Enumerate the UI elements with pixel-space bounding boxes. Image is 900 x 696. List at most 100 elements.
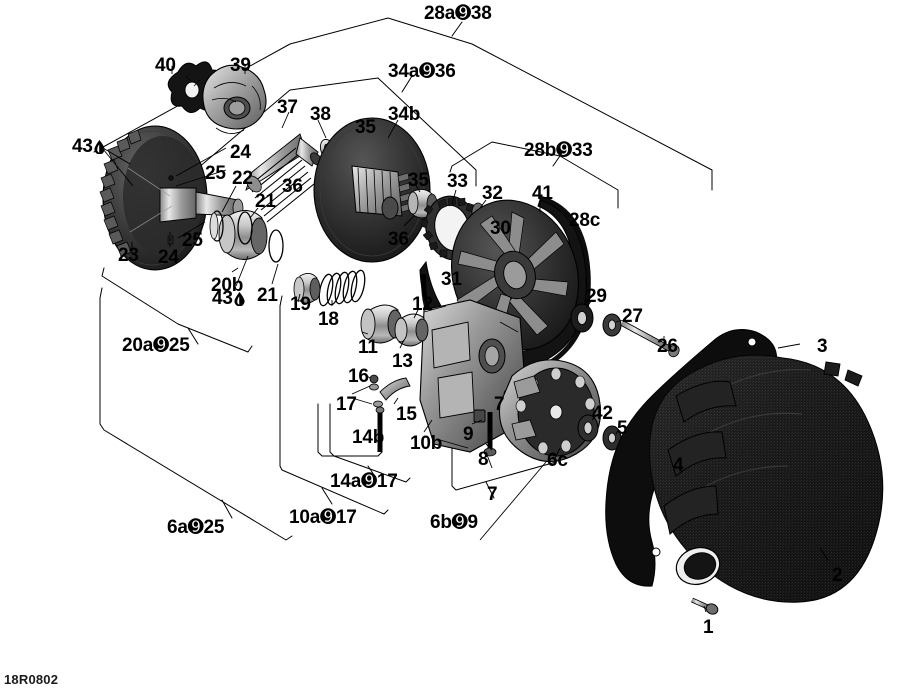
callout-28c: 28c (569, 211, 600, 230)
bracket-10a (279, 295, 389, 515)
part-29-washer (570, 299, 594, 333)
callout-number: 41 (532, 183, 553, 204)
callout-25: 25 (182, 231, 203, 250)
part-21-ring-b (268, 229, 284, 285)
part-22-ring (209, 185, 237, 242)
callout-number: 40 (155, 55, 176, 76)
callout-35: 35 (408, 171, 429, 190)
callout-4: 4 (673, 455, 684, 476)
callout-number: 25 (182, 230, 203, 251)
callout-16: 16 (348, 367, 369, 386)
part-14b-bolt (375, 406, 385, 452)
callout-6c: 6c (547, 451, 568, 470)
callout-21: 21 (255, 192, 276, 211)
callout-number: 36 (388, 229, 409, 250)
callout-number: 37 (277, 97, 298, 118)
callout-number: 26 (657, 336, 678, 357)
callout-23: 23 (118, 246, 139, 265)
callout-number: 33 (447, 171, 468, 192)
callout-7: 7 (487, 484, 498, 505)
callout-number: 14b (352, 427, 385, 448)
part-26-bolt (620, 320, 680, 358)
callout-7: 7 (494, 394, 505, 415)
callout-number: 18 (318, 309, 339, 330)
callout-11: 11 (358, 338, 378, 357)
part-21-ring-a (237, 207, 259, 245)
callout-number: 16 (348, 366, 369, 387)
callout-number: 36 (282, 176, 303, 197)
callout-41: 41 (532, 184, 553, 203)
callout-number: 43 (212, 288, 233, 309)
callout-36: 36 (282, 177, 303, 196)
group-ref-g28b: 28b➒33 (524, 140, 593, 161)
part-16-17-fasteners (351, 373, 383, 408)
callout-number: 25 (205, 163, 226, 184)
callout-5: 5 (617, 419, 628, 438)
callout-43: 43 (212, 289, 245, 308)
callout-number: 4 (673, 455, 684, 476)
callout-number: 35 (408, 170, 429, 191)
bracket-20a (101, 267, 253, 353)
callout-number: 22 (232, 168, 253, 189)
callout-14b: 14b (352, 428, 384, 447)
part-10b-housing (419, 299, 525, 453)
callout-42: 42 (592, 404, 613, 423)
callout-number: 17 (336, 394, 357, 415)
diagram-footer-code: 18R0802 (4, 672, 59, 687)
callout-19: 19 (290, 295, 311, 314)
callout-number: 7 (494, 394, 505, 415)
callout-number: 23 (118, 245, 139, 266)
callout-24: 24 (158, 248, 179, 267)
group-ref-g10a: 10a➒17 (289, 507, 357, 528)
callout-number: 2 (832, 565, 843, 586)
callout-number: 6c (547, 450, 568, 471)
callout-number: 42 (592, 403, 613, 424)
part-5-washer (602, 425, 622, 451)
callout-number: 9 (463, 424, 474, 445)
callout-number: 30 (490, 218, 511, 239)
callout-1: 1 (703, 617, 714, 638)
callout-9: 9 (463, 424, 474, 445)
callout-number: 20b (211, 275, 244, 296)
callout-number: 27 (622, 306, 643, 327)
callout-number: 24 (158, 247, 179, 268)
callout-number: 38 (310, 104, 331, 125)
callout-number: 1 (703, 617, 714, 638)
part-19-ring (293, 273, 321, 304)
callout-18: 18 (318, 310, 339, 329)
part-20b-bushing (218, 210, 268, 287)
bracket-28a (93, 17, 713, 191)
callout-number: 43 (72, 136, 93, 157)
part-39-cam (202, 64, 267, 134)
callout-38: 38 (310, 105, 331, 124)
callout-number: 34b (388, 104, 421, 125)
callout-34b: 34b (388, 105, 420, 124)
group-ref-g20a: 20a➒25 (122, 335, 190, 356)
callout-number: 12 (412, 294, 433, 315)
group-ref-g6a: 6a➒25 (167, 517, 225, 538)
callout-27: 27 (622, 307, 643, 326)
grease-drop-icon (93, 136, 105, 157)
callout-2: 2 (832, 565, 843, 586)
callout-29: 29 (586, 287, 607, 306)
callout-43: 43 (72, 137, 105, 156)
group-ref-g28a: 28a➒38 (424, 3, 492, 24)
callout-15: 15 (396, 405, 417, 424)
callout-number: 19 (290, 294, 311, 315)
part-15-lever (379, 377, 411, 405)
callout-number: 8 (478, 449, 489, 470)
bracket-14a (329, 403, 411, 483)
part-6c-fan-pulley (479, 359, 602, 541)
group-ref-g34a: 34a➒36 (388, 61, 456, 82)
callout-32: 32 (482, 184, 503, 203)
callout-17: 17 (336, 395, 357, 414)
callout-12: 12 (412, 295, 433, 314)
callout-number: 7 (487, 484, 498, 505)
callout-40: 40 (155, 56, 176, 75)
part-18-spring (318, 269, 366, 307)
callout-20b: 20b (211, 276, 243, 295)
callout-35: 35 (355, 118, 376, 137)
part-42-washer (577, 413, 599, 442)
